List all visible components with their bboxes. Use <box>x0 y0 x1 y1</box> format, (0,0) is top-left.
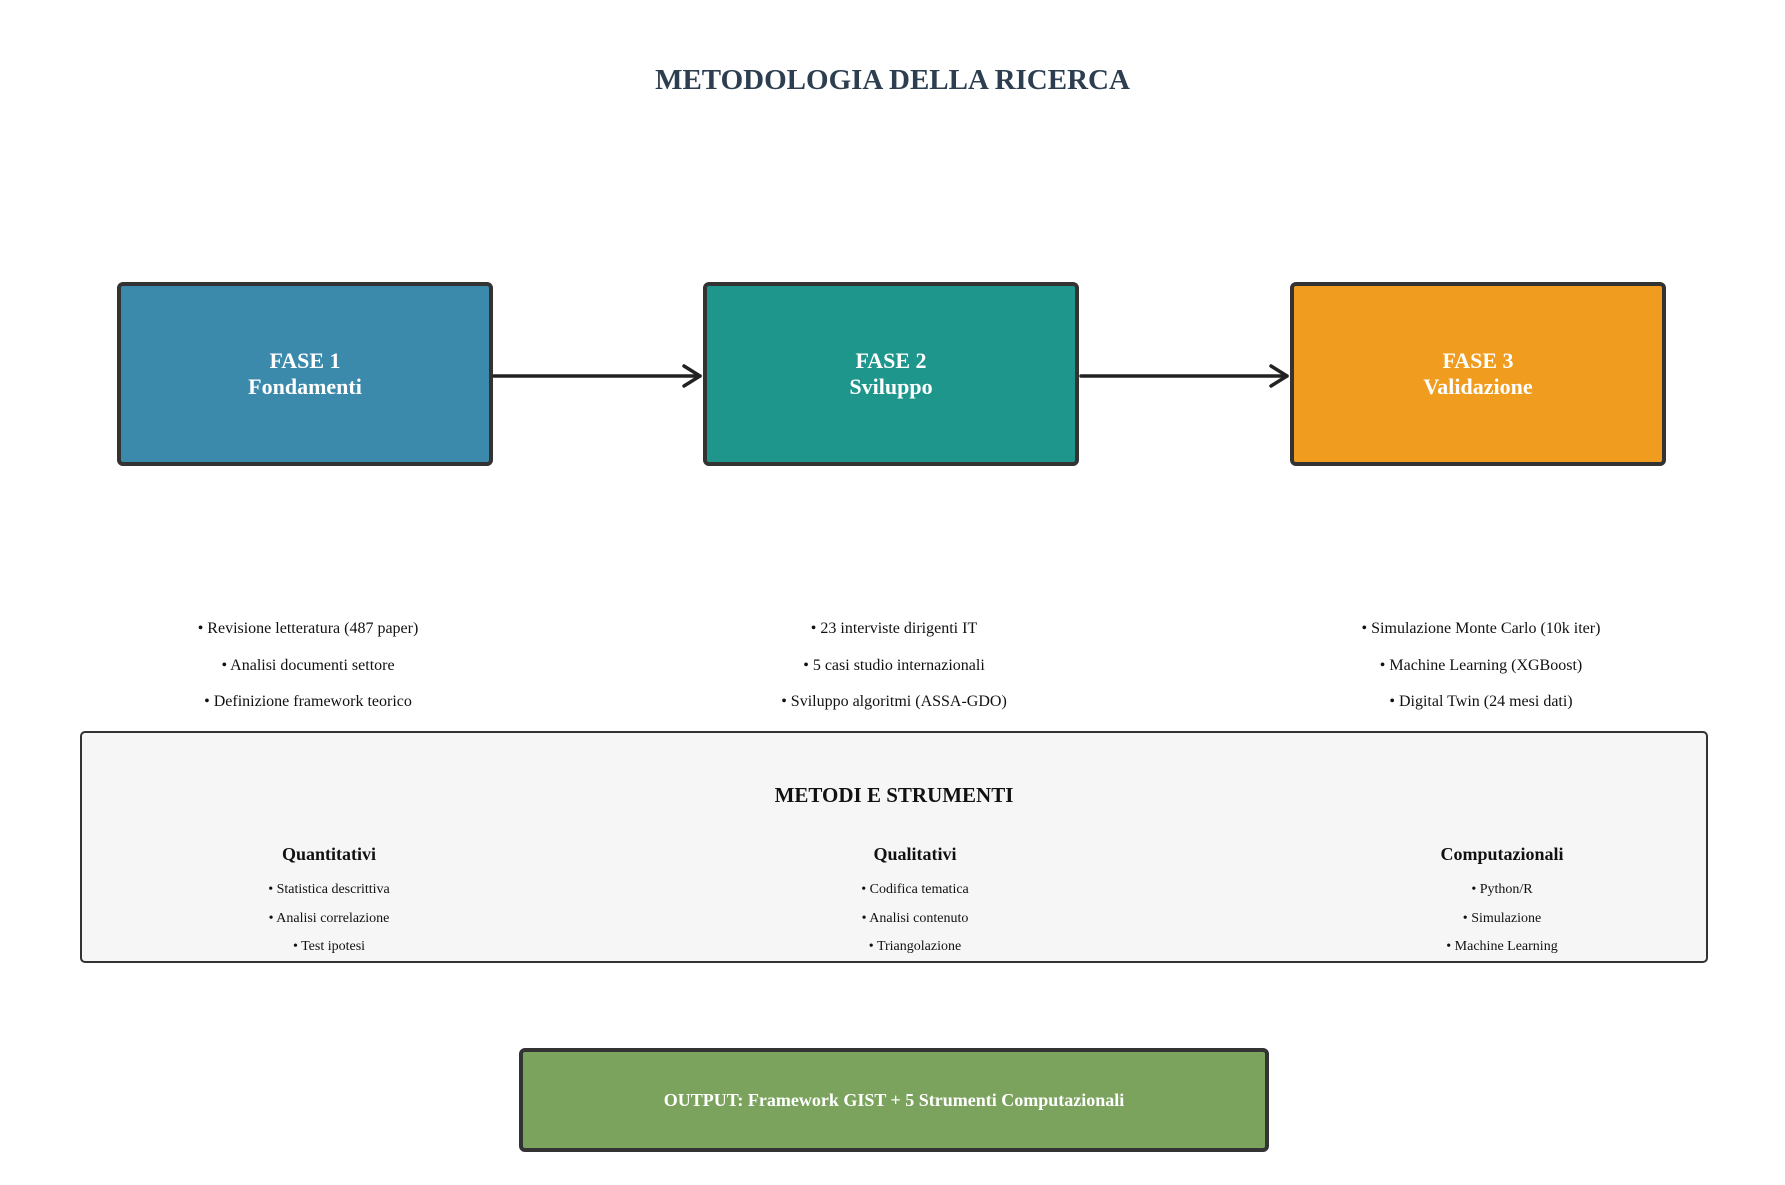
methods-column-quantitativi: Quantitativi • Statistica descrittiva • … <box>149 841 509 963</box>
list-item: • Simulazione <box>1462 910 1542 926</box>
list-item: • Revisione letteratura (487 paper) <box>197 620 419 637</box>
arrow-phase2-to-phase3 <box>1079 364 1289 388</box>
list-item: • Analisi documenti settore <box>221 656 395 674</box>
list-item: • Codifica tematica <box>861 882 969 897</box>
list-item: • Simulazione Monte Carlo (10k iter) <box>1361 620 1601 637</box>
list-item: • Statistica descrittiva <box>268 882 390 897</box>
phase-2-label: FASE 2 <box>855 348 927 373</box>
phase-2-box: FASE 2 Sviluppo <box>703 282 1079 466</box>
methods-column-computazionali: Computazionali • Python/R • Simulazione … <box>1322 841 1682 963</box>
phase-3-name: Validazione <box>1423 374 1533 399</box>
arrow-phase1-to-phase2 <box>492 364 702 388</box>
methods-column-qualitativi: Qualitativi • Codifica tematica • Analis… <box>735 841 1095 963</box>
methods-column-heading: Quantitativi <box>281 844 376 864</box>
phase-1-name: Fondamenti <box>248 374 362 399</box>
methods-column-heading: Computazionali <box>1440 844 1564 864</box>
phase-3-box: FASE 3 Validazione <box>1290 282 1666 466</box>
phase-3-bullets: • Simulazione Monte Carlo (10k iter) • M… <box>1271 614 1691 724</box>
output-label: OUTPUT: Framework GIST + 5 Strumenti Com… <box>663 1089 1125 1110</box>
phase-1-label: FASE 1 <box>269 348 341 373</box>
list-item: • Machine Learning (XGBoost) <box>1379 656 1583 674</box>
methods-title: METODI E STRUMENTI <box>774 783 1014 807</box>
list-item: • Triangolazione <box>868 939 962 954</box>
list-item: • Analisi contenuto <box>861 910 969 926</box>
methods-column-heading: Qualitativi <box>873 844 957 864</box>
phase-2-bullets: • 23 interviste dirigenti IT • 5 casi st… <box>684 614 1104 724</box>
list-item: • 5 casi studio internazionali <box>803 656 985 674</box>
methods-panel: METODI E STRUMENTI Quantitativi • Statis… <box>80 731 1708 963</box>
list-item: • Analisi correlazione <box>268 910 390 926</box>
phase-1-box: FASE 1 Fondamenti <box>117 282 493 466</box>
phase-2-name: Sviluppo <box>849 374 933 399</box>
list-item: • Test ipotesi <box>292 939 366 954</box>
diagram-title: METODOLOGIA DELLA RICERCA <box>655 64 1130 96</box>
list-item: • 23 interviste dirigenti IT <box>810 620 978 637</box>
phase-1-bullets: • Revisione letteratura (487 paper) • An… <box>98 614 518 724</box>
list-item: • Definizione framework teorico <box>204 693 412 710</box>
output-box: OUTPUT: Framework GIST + 5 Strumenti Com… <box>519 1048 1269 1152</box>
list-item: • Python/R <box>1471 882 1533 897</box>
list-item: • Sviluppo algoritmi (ASSA-GDO) <box>781 693 1007 710</box>
list-item: • Machine Learning <box>1446 939 1558 954</box>
list-item: • Digital Twin (24 mesi dati) <box>1389 693 1573 710</box>
phase-3-label: FASE 3 <box>1442 348 1514 373</box>
